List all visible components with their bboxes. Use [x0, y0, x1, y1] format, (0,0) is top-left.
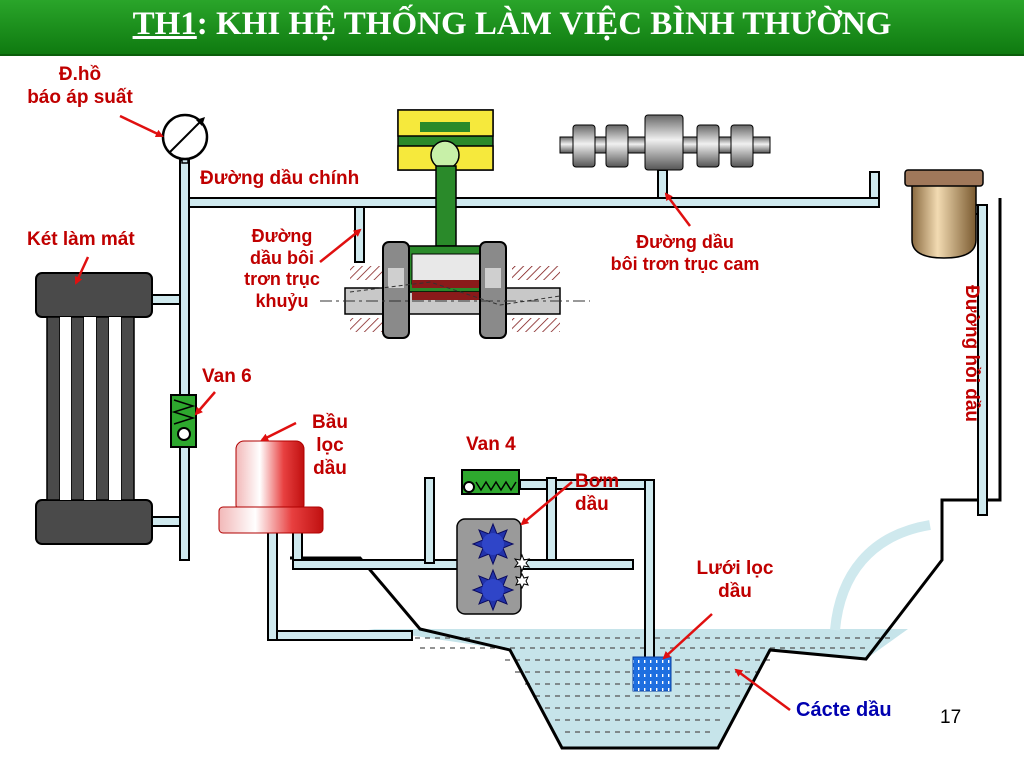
radiator-icon — [35, 272, 153, 545]
camshaft-icon — [559, 114, 771, 171]
piston-icon — [397, 109, 494, 247]
oil-filter-label-line-2: lọc — [316, 434, 344, 456]
pressure-gauge-label-line-1: Đ.hồ — [58, 64, 102, 85]
crankshaft-label-line-3: trơn trục — [244, 269, 320, 290]
oil-filter-label-line-3: dầu — [313, 457, 347, 479]
camshaft-oil-line-label: Đường dầu bôi trơn trục cam — [580, 232, 790, 275]
radiator-label: Két làm mát — [27, 229, 135, 250]
title-rest: : KHI HỆ THỐNG LÀM VIỆC BÌNH THƯỜNG — [196, 6, 892, 42]
strainer-label-line-2: dầu — [718, 580, 752, 602]
camshaft-label-line-2: bôi trơn trục cam — [610, 253, 760, 274]
return-line-label: Đường hồi dầu — [948, 285, 988, 480]
oil-pan-label: Cácte dầu — [796, 699, 892, 721]
oil-pump-label-line-2: dầu — [575, 493, 609, 515]
strainer-label: Lưới lọc dầu — [680, 558, 790, 604]
valve-6-icon — [170, 394, 197, 448]
crankshaft-label-line-1: Đường — [251, 226, 313, 246]
strainer-label-line-1: Lưới lọc — [696, 558, 774, 579]
oil-pump-icon — [456, 518, 531, 615]
oil-pump-label: Bơm dầu — [575, 471, 619, 517]
camshaft-label-line-1: Đường dầu — [636, 232, 734, 252]
crankshaft-icon — [320, 241, 590, 339]
pressure-gauge-label: Đ.hồ báo áp suất — [10, 64, 150, 110]
pressure-gauge-icon — [161, 113, 209, 161]
oil-filter-icon — [218, 440, 324, 534]
oil-filter-label-line-1: Bầu — [312, 412, 348, 433]
oil-strainer-icon — [632, 656, 672, 692]
page-number: 17 — [940, 707, 962, 728]
return-line-label-text: Đường hồi dầu — [961, 285, 982, 423]
pointer-arrows — [74, 114, 791, 712]
valve-6-label: Van 6 — [202, 366, 252, 387]
oil-pump-label-line-1: Bơm — [575, 471, 620, 492]
title-bar — [0, 0, 1024, 56]
main-oil-line-label: Đường dầu chính — [200, 168, 360, 189]
title-prefix: TH1 — [132, 6, 197, 42]
oil-filter-label: Bầu lọc dầu — [300, 412, 360, 480]
crankshaft-label-line-4: khuỷu — [255, 290, 309, 311]
crankshaft-label-line-2: dầu bôi — [250, 247, 314, 268]
pressure-gauge-label-line-2: báo áp suất — [27, 86, 133, 108]
valve-4-icon — [461, 469, 520, 495]
valve-4-label: Van 4 — [466, 434, 516, 455]
page-title: TH1: KHI HỆ THỐNG LÀM VIỆC BÌNH THƯỜNG — [0, 6, 1024, 43]
oil-filler-cap-icon — [904, 169, 984, 259]
crankshaft-oil-line-label: Đường dầu bôi trơn trục khuỷu — [232, 226, 332, 312]
